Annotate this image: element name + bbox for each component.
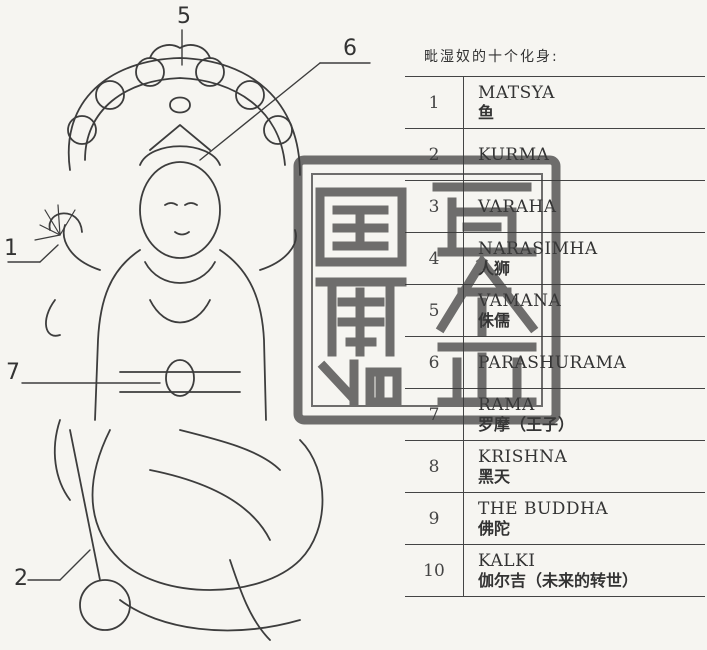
avatar-name-en: RAMA: [478, 394, 535, 415]
avatar-name-cell: RAMA 罗摩（王子）: [463, 388, 705, 441]
avatar-number: 10: [405, 544, 464, 597]
avatar-number: 2: [405, 128, 464, 181]
avatar-name-en: PARASHURAMA: [478, 352, 627, 373]
avatar-name-en: KURMA: [478, 144, 550, 165]
avatar-name-cell: PARASHURAMA: [463, 336, 705, 389]
table-row: 9 THE BUDDHA 佛陀: [405, 492, 705, 545]
avatar-number: 3: [405, 180, 464, 233]
avatar-number: 9: [405, 492, 464, 545]
avatar-name-en: NARASIMHA: [478, 238, 598, 259]
avatar-name-en: MATSYA: [478, 82, 555, 103]
figure-label-7: 7: [6, 360, 20, 385]
vishnu-illustration: [7, 29, 371, 641]
table-row: 8 KRISHNA 黑天: [405, 440, 705, 493]
table-title: 毗湿奴的十个化身:: [424, 49, 559, 65]
avatar-name-cell: MATSYA 鱼: [463, 76, 705, 129]
avatar-name-zh: 黑天: [478, 466, 511, 486]
table-row: 10 KALKI 伽尔吉（未来的转世）: [405, 544, 705, 597]
avatar-name-zh: 侏儒: [478, 310, 511, 330]
avatar-name-zh: 鱼: [478, 102, 495, 122]
avatar-number: 6: [405, 336, 464, 389]
avatar-name-zh: 人狮: [478, 258, 511, 278]
table-row: 4 NARASIMHA 人狮: [405, 232, 705, 285]
avatar-name-zh: 伽尔吉（未来的转世）: [478, 570, 639, 590]
table-row: 2 KURMA: [405, 128, 705, 181]
avatar-name-en: KRISHNA: [478, 446, 568, 467]
avatar-name-cell: VARAHA: [463, 180, 705, 233]
avatar-number: 4: [405, 232, 464, 285]
avatar-name-zh: 罗摩（王子）: [478, 414, 575, 434]
figure-label-1: 1: [4, 236, 18, 261]
avatar-number: 7: [405, 388, 464, 441]
figure-label-2: 2: [14, 566, 28, 591]
avatar-name-en: VARAHA: [478, 196, 557, 217]
table-row: 3 VARAHA: [405, 180, 705, 233]
avatar-name-en: THE BUDDHA: [478, 498, 609, 519]
avatar-name-cell: THE BUDDHA 佛陀: [463, 492, 705, 545]
avatar-name-cell: KRISHNA 黑天: [463, 440, 705, 493]
figure-label-6: 6: [343, 36, 357, 61]
table-row: 1 MATSYA 鱼: [405, 76, 705, 129]
figure-label-5: 5: [177, 4, 191, 29]
table-row: 5 VAMANA 侏儒: [405, 284, 705, 337]
avatar-name-cell: KALKI 伽尔吉（未来的转世）: [463, 544, 705, 597]
avatar-name-zh: 佛陀: [478, 518, 511, 538]
avatar-number: 5: [405, 284, 464, 337]
avatar-name-en: KALKI: [478, 550, 536, 571]
avatar-name-cell: VAMANA 侏儒: [463, 284, 705, 337]
table-row: 7 RAMA 罗摩（王子）: [405, 388, 705, 441]
table-row: 6 PARASHURAMA: [405, 336, 705, 389]
avatar-name-cell: NARASIMHA 人狮: [463, 232, 705, 285]
avatar-number: 8: [405, 440, 464, 493]
avatar-number: 1: [405, 76, 464, 129]
avatar-table: 1 MATSYA 鱼 2 KURMA 3 VARAHA 4 NARASIMHA: [405, 76, 705, 597]
avatar-name-cell: KURMA: [463, 128, 705, 181]
avatar-name-en: VAMANA: [478, 290, 562, 311]
